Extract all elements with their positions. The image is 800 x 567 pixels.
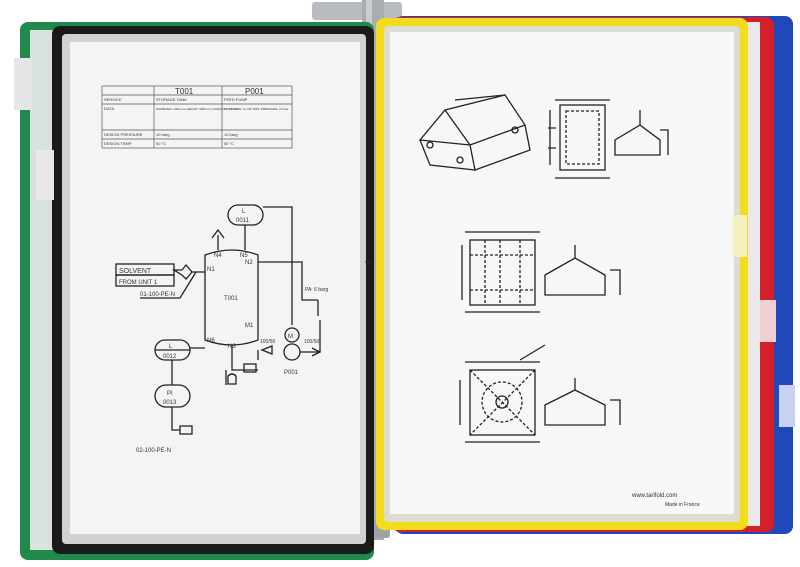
table-cell: 10 barg — [156, 132, 170, 137]
yellow-tab[interactable] — [733, 215, 747, 257]
table-cell: FEED PUMP — [224, 97, 248, 102]
nozzle-label: N3 — [228, 344, 236, 350]
table-cell: DIAMETER: 1300 mm HEIGHT: 3000 mm CAPACI… — [156, 107, 238, 111]
pump-label: P001 — [284, 370, 299, 376]
line-number-2: 02-100-PE-N — [136, 448, 171, 454]
nozzle-label: N4 — [214, 253, 222, 259]
green-tab[interactable] — [14, 58, 32, 110]
solvent-label: SOLVENT — [119, 268, 152, 275]
tank-t001 — [204, 249, 259, 346]
table-header-t001: T001 — [175, 87, 194, 96]
table-cell: 10 barg — [224, 132, 238, 137]
motor-label: M — [288, 334, 293, 340]
table-header-p001: P001 — [245, 87, 264, 96]
table-cell: 50 °C — [156, 141, 166, 146]
left-pocket-stack[interactable]: T001 P001 SERVICE STORAGE TANK FEED PUMP… — [14, 22, 374, 560]
nozzle-label: N1 — [207, 267, 215, 273]
instrument-tag: L — [169, 344, 173, 350]
instrument-tag: PI — [167, 391, 173, 397]
pid-diagram — [115, 204, 322, 435]
footer-url: www.tarifold.com — [631, 493, 677, 499]
table-cell: DATA — [104, 106, 114, 111]
table-cell: FLOW RATE: 6 m3/h DIFF. PRESSURE: 2.0 ba… — [224, 107, 288, 111]
equipment-table — [101, 85, 293, 149]
table-cell: DESIGN TEMP — [104, 141, 132, 146]
right-pocket-stack[interactable]: www.tarifold.com Made in France — [376, 16, 795, 534]
right-document-page — [390, 32, 734, 514]
technical-drawing-3 — [459, 344, 621, 443]
blue-tab[interactable] — [779, 385, 795, 427]
nozzle-label: N2 — [245, 260, 253, 266]
reducer-label: 100/50 — [260, 339, 276, 345]
nozzle-label: N5 — [240, 253, 248, 259]
red-tab[interactable] — [760, 300, 776, 342]
table-cell: SERVICE — [104, 97, 122, 102]
nozzle-label: N6 — [207, 338, 215, 344]
tank-label: T001 — [224, 296, 238, 302]
instrument-tag: L — [242, 209, 246, 215]
reducer-label: 100/50 — [304, 339, 320, 345]
technical-drawing-1 — [418, 94, 669, 179]
line-number-1: 01-100-PE-N — [140, 292, 175, 298]
instrument-number: 0011 — [236, 218, 250, 224]
from-unit-label: FROM UNIT 1 — [119, 280, 158, 286]
instrument-number: 0013 — [163, 400, 177, 406]
footer-made-in: Made in France — [665, 502, 700, 508]
table-cell: STORAGE TANK — [156, 97, 187, 102]
relief-valve-label: PA: 6 barg — [305, 287, 328, 293]
technical-drawing-2 — [461, 231, 621, 313]
table-cell: DESIGN PRESSURE — [104, 132, 143, 137]
table-cell: 50 °C — [224, 141, 234, 146]
nozzle-label: M1 — [245, 323, 254, 329]
black-tab[interactable] — [36, 150, 54, 200]
left-document-page — [70, 42, 360, 534]
instrument-number: 0012 — [163, 354, 177, 360]
